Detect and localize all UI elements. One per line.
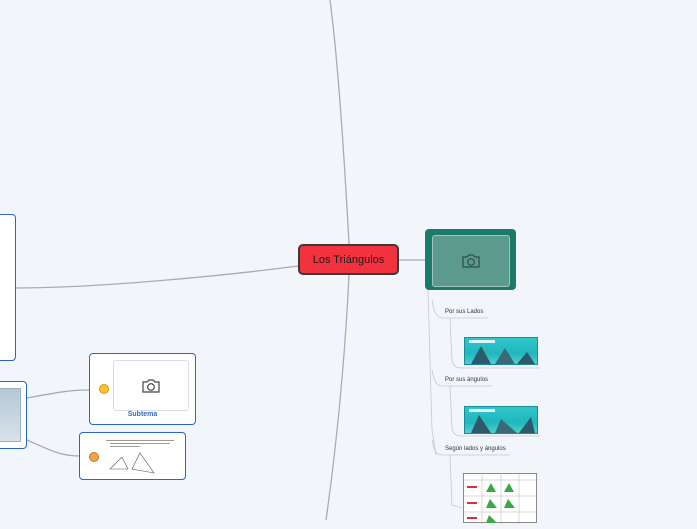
triangle-classification-table[interactable] bbox=[463, 473, 537, 523]
left-topic-panel[interactable] bbox=[0, 214, 16, 361]
branch-label-sides[interactable]: Por sus Lados bbox=[445, 309, 483, 315]
subtopic-label: Subtema bbox=[90, 411, 195, 418]
connector-branches bbox=[428, 290, 436, 455]
triangles-illustration bbox=[465, 338, 539, 366]
triangle-sides-image[interactable] bbox=[464, 337, 538, 365]
table-illustration bbox=[464, 474, 538, 524]
connector-top bbox=[330, 0, 349, 244]
camera-icon bbox=[141, 378, 161, 394]
smiley-icon bbox=[99, 384, 109, 394]
triangles-illustration bbox=[465, 407, 539, 435]
central-topic-label: Los Triángulos bbox=[313, 254, 385, 266]
connector-sub1 bbox=[27, 390, 89, 398]
branch-label-angles[interactable]: Por sus ángulos bbox=[445, 377, 488, 383]
image-placeholder[interactable] bbox=[113, 360, 189, 411]
cloud-image bbox=[0, 388, 21, 442]
central-topic[interactable]: Los Triángulos bbox=[298, 244, 399, 275]
branch-label-sides-angles[interactable]: Según lados y ángulos bbox=[445, 446, 506, 452]
grin-icon bbox=[89, 452, 99, 462]
camera-icon bbox=[461, 253, 481, 269]
triangle-angles-image[interactable] bbox=[464, 406, 538, 434]
connector-sub2 bbox=[27, 440, 79, 456]
connector-left bbox=[16, 266, 298, 288]
image-topic-card[interactable] bbox=[425, 229, 516, 290]
connector-bottom bbox=[326, 275, 349, 520]
triangle-sketch bbox=[102, 439, 182, 477]
image-placeholder[interactable] bbox=[432, 235, 510, 287]
left-image-panel[interactable] bbox=[0, 381, 27, 449]
